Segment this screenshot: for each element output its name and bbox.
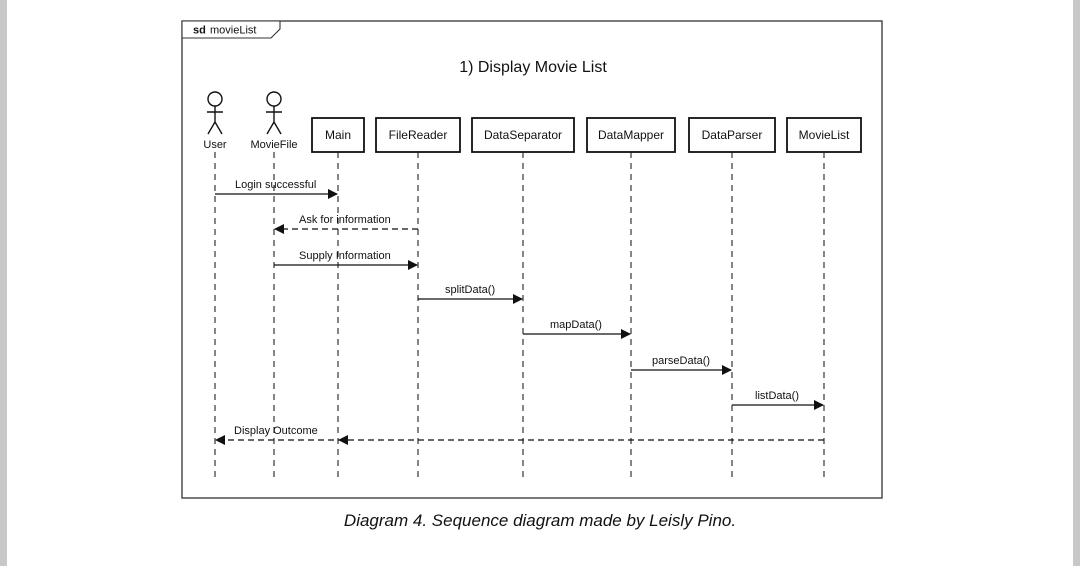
message-4[interactable]: splitData() <box>418 284 523 304</box>
page: sd movieList 1) Display Movie List User M… <box>7 0 1073 566</box>
lifeline-datamapper[interactable]: DataMapper <box>586 117 676 480</box>
actor-head-user <box>207 91 223 107</box>
message-label-6: parseData() <box>652 355 710 367</box>
lifeline-movielist[interactable]: MovieList <box>786 117 862 480</box>
lifeline-dataseparator[interactable]: DataSeparator <box>471 117 575 480</box>
message-label-8: Display Outcome <box>234 425 318 437</box>
message-arrowhead-extra-8 <box>338 435 348 445</box>
lifeline-label-dataparser: DataParser <box>702 128 763 142</box>
lifeline-label-movielist: MovieList <box>799 128 850 142</box>
lifeline-label-filereader: FileReader <box>389 128 448 142</box>
frame-tag-keyword: sd <box>193 25 206 37</box>
actor-head-moviefile <box>266 91 282 107</box>
message-label-7: listData() <box>755 390 799 402</box>
message-label-2: Ask for information <box>299 214 391 226</box>
lifeline-label-dataseparator: DataSeparator <box>484 128 562 142</box>
lifeline-filereader[interactable]: FileReader <box>375 117 461 480</box>
lifeline-label-datamapper: DataMapper <box>598 128 664 142</box>
diagram-frame <box>181 20 883 499</box>
message-8[interactable]: Display Outcome <box>215 425 824 445</box>
message-2[interactable]: Ask for information <box>274 214 418 234</box>
actor-body-user <box>207 106 223 135</box>
message-3[interactable]: Supply Information <box>274 250 418 270</box>
lifeline-box-filereader <box>375 117 461 153</box>
figure-caption: Diagram 4. Sequence diagram made by Leis… <box>343 511 737 530</box>
message-label-1: Login successful <box>235 179 316 191</box>
actor-body-moviefile <box>266 106 282 135</box>
lifeline-moviefile[interactable]: MovieFile <box>250 91 298 480</box>
lifeline-main[interactable]: Main <box>311 117 365 480</box>
lifeline-box-movielist <box>786 117 862 153</box>
message-label-3: Supply Information <box>299 250 391 262</box>
message-label-4: splitData() <box>445 284 495 296</box>
frame-tag-name: movieList <box>210 25 256 37</box>
lifeline-label-main: Main <box>325 128 351 142</box>
message-1[interactable]: Login successful <box>215 179 338 199</box>
message-label-5: mapData() <box>550 319 602 331</box>
lifeline-dataparser[interactable]: DataParser <box>688 117 776 480</box>
frame-tag-box <box>181 20 281 39</box>
sequence-diagram: sd movieList 1) Display Movie List User M… <box>181 20 883 499</box>
lifeline-box-dataseparator <box>471 117 575 153</box>
message-7[interactable]: listData() <box>732 390 824 410</box>
lifeline-box-datamapper <box>586 117 676 153</box>
lifeline-box-dataparser <box>688 117 776 153</box>
message-5[interactable]: mapData() <box>523 319 631 339</box>
lifeline-label-moviefile: MovieFile <box>250 139 297 151</box>
message-6[interactable]: parseData() <box>631 355 732 375</box>
diagram-title: 1) Display Movie List <box>459 59 607 76</box>
lifeline-user[interactable]: User <box>203 91 227 480</box>
lifelines: User MovieFile Main FileReader DataSeparator… <box>203 91 862 480</box>
lifeline-label-user: User <box>203 139 227 151</box>
